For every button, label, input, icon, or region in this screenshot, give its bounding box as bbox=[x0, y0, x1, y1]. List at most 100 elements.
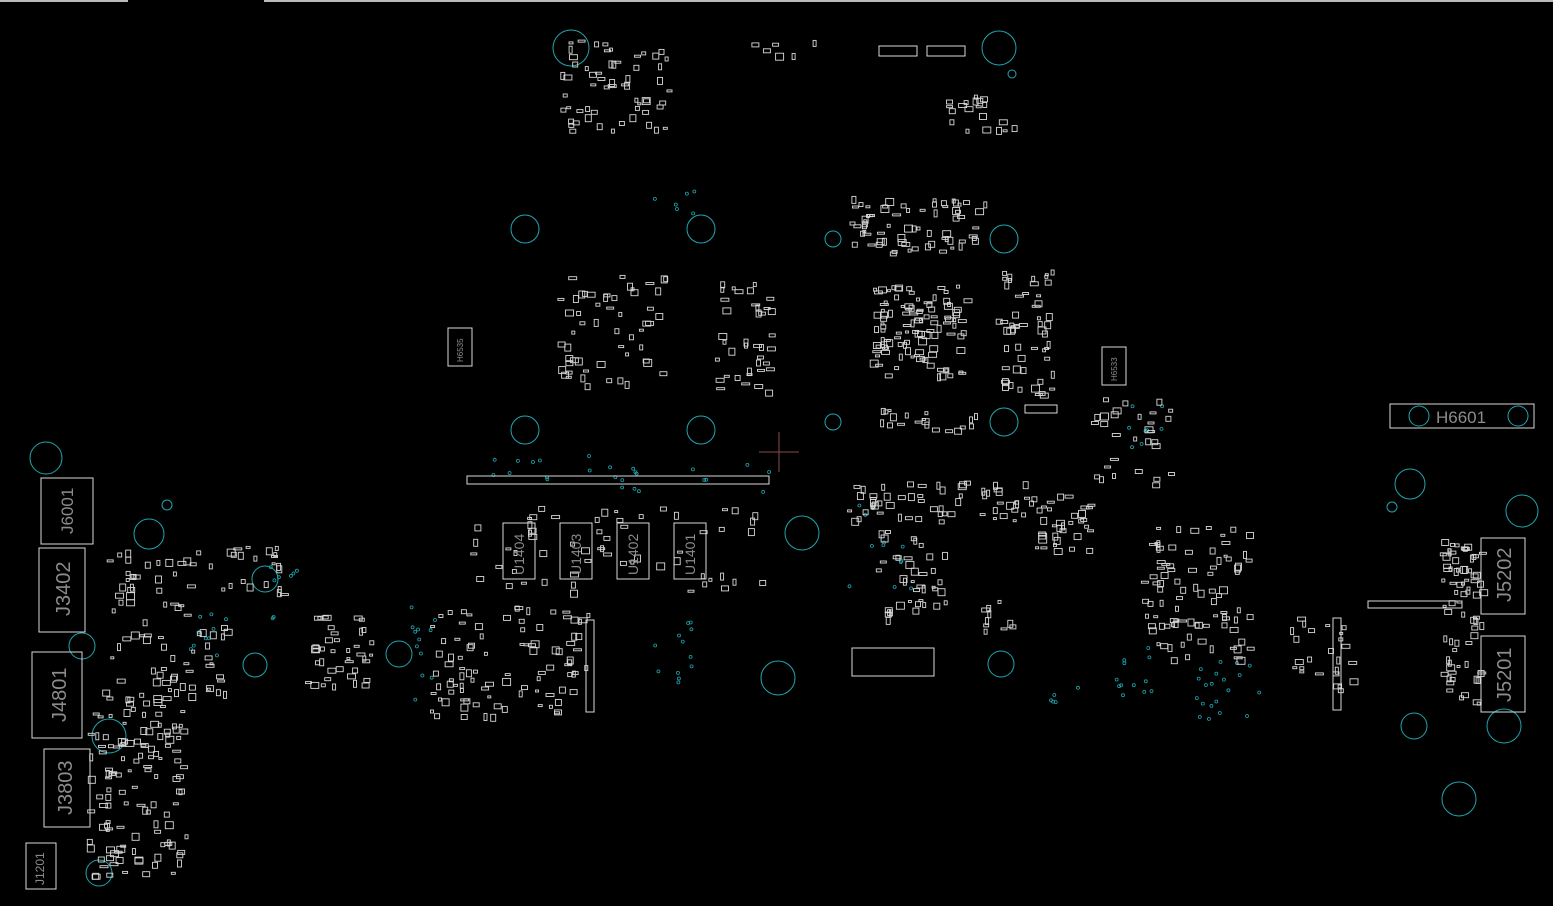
fan-connector-outline[interactable] bbox=[1332, 617, 1342, 711]
hole-h6601-outline[interactable] bbox=[1389, 403, 1535, 429]
smd-component bbox=[1050, 269, 1055, 276]
smd-component bbox=[965, 128, 970, 134]
smd-component bbox=[1213, 614, 1219, 618]
smd-component bbox=[603, 85, 610, 90]
smd-component bbox=[945, 429, 954, 434]
connector-j5201-outline[interactable] bbox=[1480, 635, 1526, 713]
smd-component bbox=[880, 322, 885, 326]
smd-component bbox=[529, 646, 538, 655]
chip-u1403-outline[interactable] bbox=[559, 522, 593, 580]
smd-component bbox=[625, 352, 630, 357]
smd-component bbox=[992, 507, 998, 515]
smd-component bbox=[312, 644, 320, 650]
smd-component bbox=[937, 579, 943, 586]
smd-component bbox=[723, 374, 730, 378]
pad-block-ram[interactable] bbox=[1024, 404, 1058, 414]
dimm-slot-outline[interactable] bbox=[466, 475, 770, 485]
smd-component bbox=[432, 670, 439, 677]
via bbox=[188, 647, 193, 651]
smd-component bbox=[172, 749, 182, 753]
connector-j5301-outline[interactable] bbox=[1367, 600, 1463, 609]
connector-j3803-outline[interactable] bbox=[43, 748, 91, 828]
smd-component bbox=[992, 517, 997, 521]
smd-component bbox=[722, 339, 727, 345]
connector-j4801-outline[interactable] bbox=[31, 651, 83, 739]
smd-component bbox=[942, 551, 948, 560]
chip-u1404-outline[interactable] bbox=[502, 522, 536, 580]
pad-block-top-2[interactable] bbox=[926, 45, 966, 57]
smd-component bbox=[1078, 518, 1085, 524]
smd-component bbox=[870, 504, 875, 510]
smd-component bbox=[105, 827, 114, 831]
smd-component bbox=[108, 713, 113, 718]
pad-block-top[interactable] bbox=[878, 45, 918, 57]
connector-outlines bbox=[25, 45, 1535, 890]
smd-component bbox=[754, 384, 764, 389]
connector-j6001-outline[interactable] bbox=[40, 477, 94, 545]
smd-component bbox=[466, 613, 473, 617]
smd-component bbox=[555, 648, 563, 656]
connector-j1201-outline[interactable] bbox=[25, 842, 57, 890]
label-u1401: U1401 bbox=[682, 534, 698, 575]
connector-j3402-outline[interactable] bbox=[38, 547, 86, 633]
mounting-hole bbox=[1408, 405, 1430, 427]
smd-component bbox=[869, 359, 879, 368]
smd-component bbox=[245, 545, 251, 549]
smd-component bbox=[1341, 643, 1351, 649]
smd-component bbox=[1053, 543, 1057, 548]
smd-component bbox=[882, 204, 889, 209]
smd-component bbox=[1080, 505, 1090, 510]
smd-component bbox=[142, 711, 146, 718]
smd-component bbox=[922, 602, 927, 609]
smd-component bbox=[1349, 678, 1359, 686]
smd-component bbox=[1178, 619, 1187, 623]
smd-component bbox=[875, 568, 882, 573]
smd-component bbox=[974, 413, 978, 421]
smd-component bbox=[1000, 627, 1008, 631]
smd-component bbox=[1112, 473, 1116, 479]
smd-component bbox=[720, 281, 726, 289]
smd-component bbox=[1477, 671, 1487, 675]
smd-component bbox=[107, 744, 114, 749]
hole-h6535-outline[interactable] bbox=[447, 327, 473, 367]
chip-u1401-outline[interactable] bbox=[673, 522, 707, 580]
smd-component bbox=[362, 659, 371, 664]
mounting-hole bbox=[1505, 494, 1539, 528]
smd-component bbox=[930, 315, 938, 319]
smd-component bbox=[1238, 638, 1246, 646]
smd-component bbox=[447, 610, 453, 615]
via bbox=[1204, 683, 1208, 687]
smd-component bbox=[1052, 532, 1059, 541]
smd-component bbox=[983, 628, 988, 635]
connector-j5202-outline[interactable] bbox=[1480, 537, 1526, 615]
pad-block-bottom[interactable] bbox=[851, 647, 935, 677]
smd-component bbox=[657, 76, 663, 85]
smd-component bbox=[993, 481, 998, 490]
smd-component bbox=[1038, 531, 1047, 540]
smd-component bbox=[1208, 588, 1216, 594]
chip-u1402-outline[interactable] bbox=[616, 522, 650, 580]
via bbox=[1200, 701, 1205, 706]
smd-component bbox=[1229, 626, 1239, 633]
smd-component bbox=[1234, 564, 1242, 573]
via bbox=[689, 627, 694, 632]
smd-component bbox=[356, 652, 366, 657]
smd-component bbox=[895, 601, 905, 610]
smd-component bbox=[645, 320, 655, 326]
smd-component bbox=[444, 661, 454, 668]
via bbox=[276, 575, 281, 580]
via bbox=[1194, 696, 1199, 700]
smd-component bbox=[228, 582, 233, 589]
side-connector-outline[interactable] bbox=[585, 619, 595, 713]
smd-component bbox=[106, 559, 114, 563]
smd-component bbox=[603, 535, 611, 541]
mounting-hole bbox=[989, 224, 1019, 254]
smd-component bbox=[223, 690, 227, 699]
smd-component bbox=[921, 585, 926, 594]
hole-h6533-outline[interactable] bbox=[1101, 346, 1127, 386]
smd-component bbox=[123, 801, 129, 806]
smd-component bbox=[938, 505, 944, 513]
smd-component bbox=[217, 679, 226, 683]
smd-component bbox=[209, 631, 217, 640]
